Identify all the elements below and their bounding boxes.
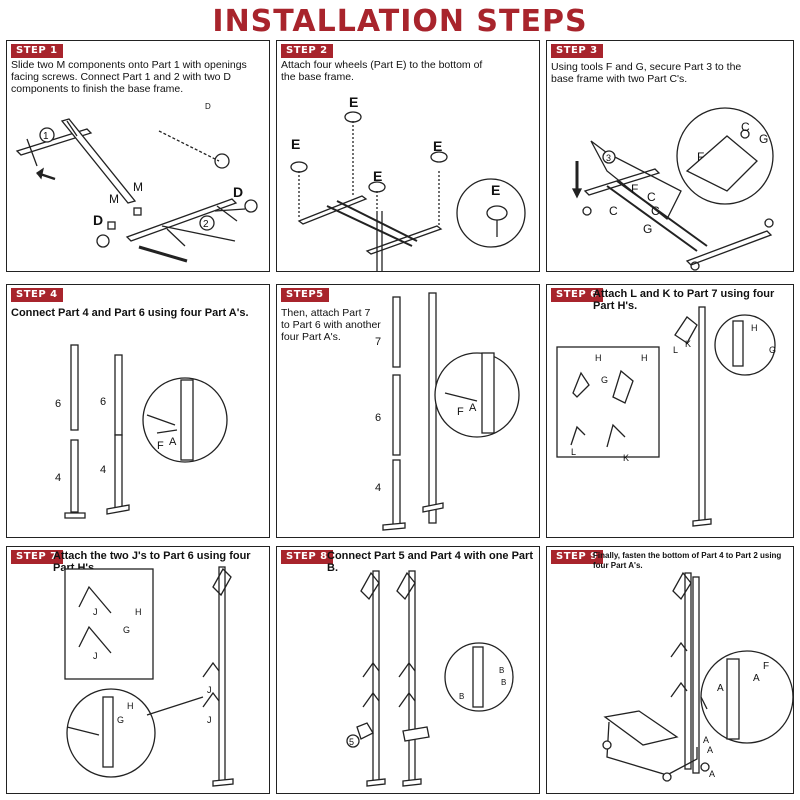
step-6-badge: STEP 6 (551, 288, 603, 302)
step-6-label-h2: H (641, 353, 648, 363)
step-5-badge: STEP5 (281, 288, 329, 302)
step-7-diagram: J J H G J J G H (64, 566, 234, 787)
step-3-label-part3: 3 (606, 153, 611, 163)
step-9-panel: STEP 9 Finally, fasten the bottom of Par… (546, 546, 794, 794)
step-3-label-f1: F (631, 182, 638, 196)
step-3-label-c4: C (741, 120, 750, 134)
step-3-label-c3: C (609, 204, 618, 218)
step-5-label-7: 7 (375, 336, 381, 348)
step-5-label-a: A (469, 402, 477, 414)
step-1-label-m1: M (133, 180, 143, 194)
step-3-diagram: 3 C C C F F G G C (571, 107, 774, 271)
step-9-diagram: F A A A A A (602, 571, 793, 782)
step-6-label-k: K (623, 453, 629, 463)
step-3-label-f2: F (697, 150, 704, 164)
step-7-label-g1: G (123, 625, 130, 635)
step-2-diagram: E E E E E (290, 94, 526, 271)
step-7-label-j3: J (207, 685, 212, 695)
step-7-badge: STEP 7 (11, 550, 63, 564)
step-4-label-6a: 6 (55, 398, 61, 410)
step-6-label-l2: L (673, 345, 678, 355)
step-9-badge: STEP 9 (551, 550, 603, 564)
step-5-label-6: 6 (375, 412, 381, 424)
step-1-badge: STEP 1 (11, 44, 63, 58)
step-2-label-e1: E (291, 136, 300, 152)
step-7-label-g2: G (117, 715, 124, 725)
step-2-panel: STEP 2 Attach four wheels (Part E) to th… (276, 40, 540, 272)
step-6-instruction: Attach L and K to Part 7 using four Part… (593, 288, 775, 312)
step-6-diagram: H H G L K L K H G (556, 306, 776, 527)
step-4-label-f: F (157, 440, 164, 452)
step-4-label-4a: 4 (55, 472, 61, 484)
step-5-diagram: 7 6 4 F A (375, 292, 520, 531)
step-1-diagram: 1 2 D D D M M (15, 102, 258, 263)
step-4-instruction: Connect Part 4 and Part 6 using four Par… (11, 307, 249, 319)
step-8-panel: STEP 8 Connect Part 5 and Part 4 with on… (276, 546, 540, 794)
step-8-badge: STEP 8 (281, 550, 333, 564)
step-6-label-g1: G (601, 375, 608, 385)
step-6-panel: STEP 6 Attach L and K to Part 7 using fo… (546, 284, 794, 538)
step-6-label-h3: H (751, 323, 758, 333)
step-1-label-part2: 2 (203, 219, 209, 230)
step-3-badge: STEP 3 (551, 44, 603, 58)
step-6-label-g2: G (769, 345, 776, 355)
step-2-label-e2: E (349, 94, 358, 110)
step-8-label-5: 5 (349, 737, 354, 747)
step-7-label-j2: J (93, 651, 98, 661)
step-8-diagram: B B B 5 (346, 570, 514, 787)
step-1-label-d2: D (233, 184, 243, 200)
step-7-panel: STEP 7 Attach the two J's to Part 6 usin… (6, 546, 270, 794)
step-3-label-g1: G (643, 222, 652, 236)
step-7-label-h2: H (127, 701, 134, 711)
step-9-label-a3: A (703, 735, 709, 745)
step-9-instruction: Finally, fasten the bottom of Part 4 to … (593, 551, 782, 570)
step-3-instruction: Using tools F and G, secure Part 3 to th… (551, 61, 742, 85)
step-8-instruction: Connect Part 5 and Part 4 with one Part … (327, 550, 533, 574)
step-8-label-b1: B (499, 666, 504, 675)
step-1-instruction: Slide two M components onto Part 1 with … (11, 59, 247, 95)
step-4-label-a: A (169, 436, 177, 448)
step-4-label-6b: 6 (100, 396, 106, 408)
step-4-label-4b: 4 (100, 464, 106, 476)
step-1-label-d1: D (205, 102, 211, 111)
step-1-panel: STEP 1 Slide two M components onto Part … (6, 40, 270, 272)
step-4-panel: STEP 4 Connect Part 4 and Part 6 using f… (6, 284, 270, 538)
step-9-label-f: F (763, 661, 769, 672)
step-1-label-part1: 1 (43, 131, 49, 142)
step-9-label-a4: A (707, 745, 713, 755)
step-2-instruction: Attach four wheels (Part E) to the botto… (281, 59, 483, 83)
step-7-label-j4: J (207, 715, 212, 725)
step-7-label-j1: J (93, 607, 98, 617)
step-5-label-f: F (457, 406, 464, 418)
step-7-label-h1: H (135, 607, 142, 617)
step-2-label-e5: E (491, 182, 500, 198)
step-3-label-g2: G (759, 132, 768, 146)
step-1-label-m2: M (109, 192, 119, 206)
step-6-label-l: L (571, 447, 576, 457)
step-8-label-b2: B (501, 678, 506, 687)
step-2-label-e4: E (433, 138, 442, 154)
step-4-diagram: 6 6 4 4 F A (55, 344, 228, 519)
step-9-label-a2: A (753, 673, 760, 684)
step-2-label-e3: E (373, 168, 382, 184)
step-9-label-a1: A (717, 683, 724, 694)
page-title: INSTALLATION STEPS (212, 4, 588, 39)
step-2-badge: STEP 2 (281, 44, 333, 58)
step-6-label-h1: H (595, 353, 602, 363)
step-1-label-d3: D (93, 212, 103, 228)
step-5-label-4: 4 (375, 482, 381, 494)
step-3-label-c2: C (651, 204, 660, 218)
step-8-label-b3: B (459, 692, 464, 701)
step-3-label-c1: C (647, 190, 656, 204)
step-5-instruction: Then, attach Part 7 to Part 6 with anoth… (281, 307, 381, 343)
step-6-label-k2: K (685, 339, 691, 349)
step-4-badge: STEP 4 (11, 288, 63, 302)
step-5-panel: STEP5 Then, attach Part 7 to Part 6 with… (276, 284, 540, 538)
step-3-panel: STEP 3 Using tools F and G, secure Part … (546, 40, 794, 272)
step-9-label-a5: A (709, 769, 715, 779)
